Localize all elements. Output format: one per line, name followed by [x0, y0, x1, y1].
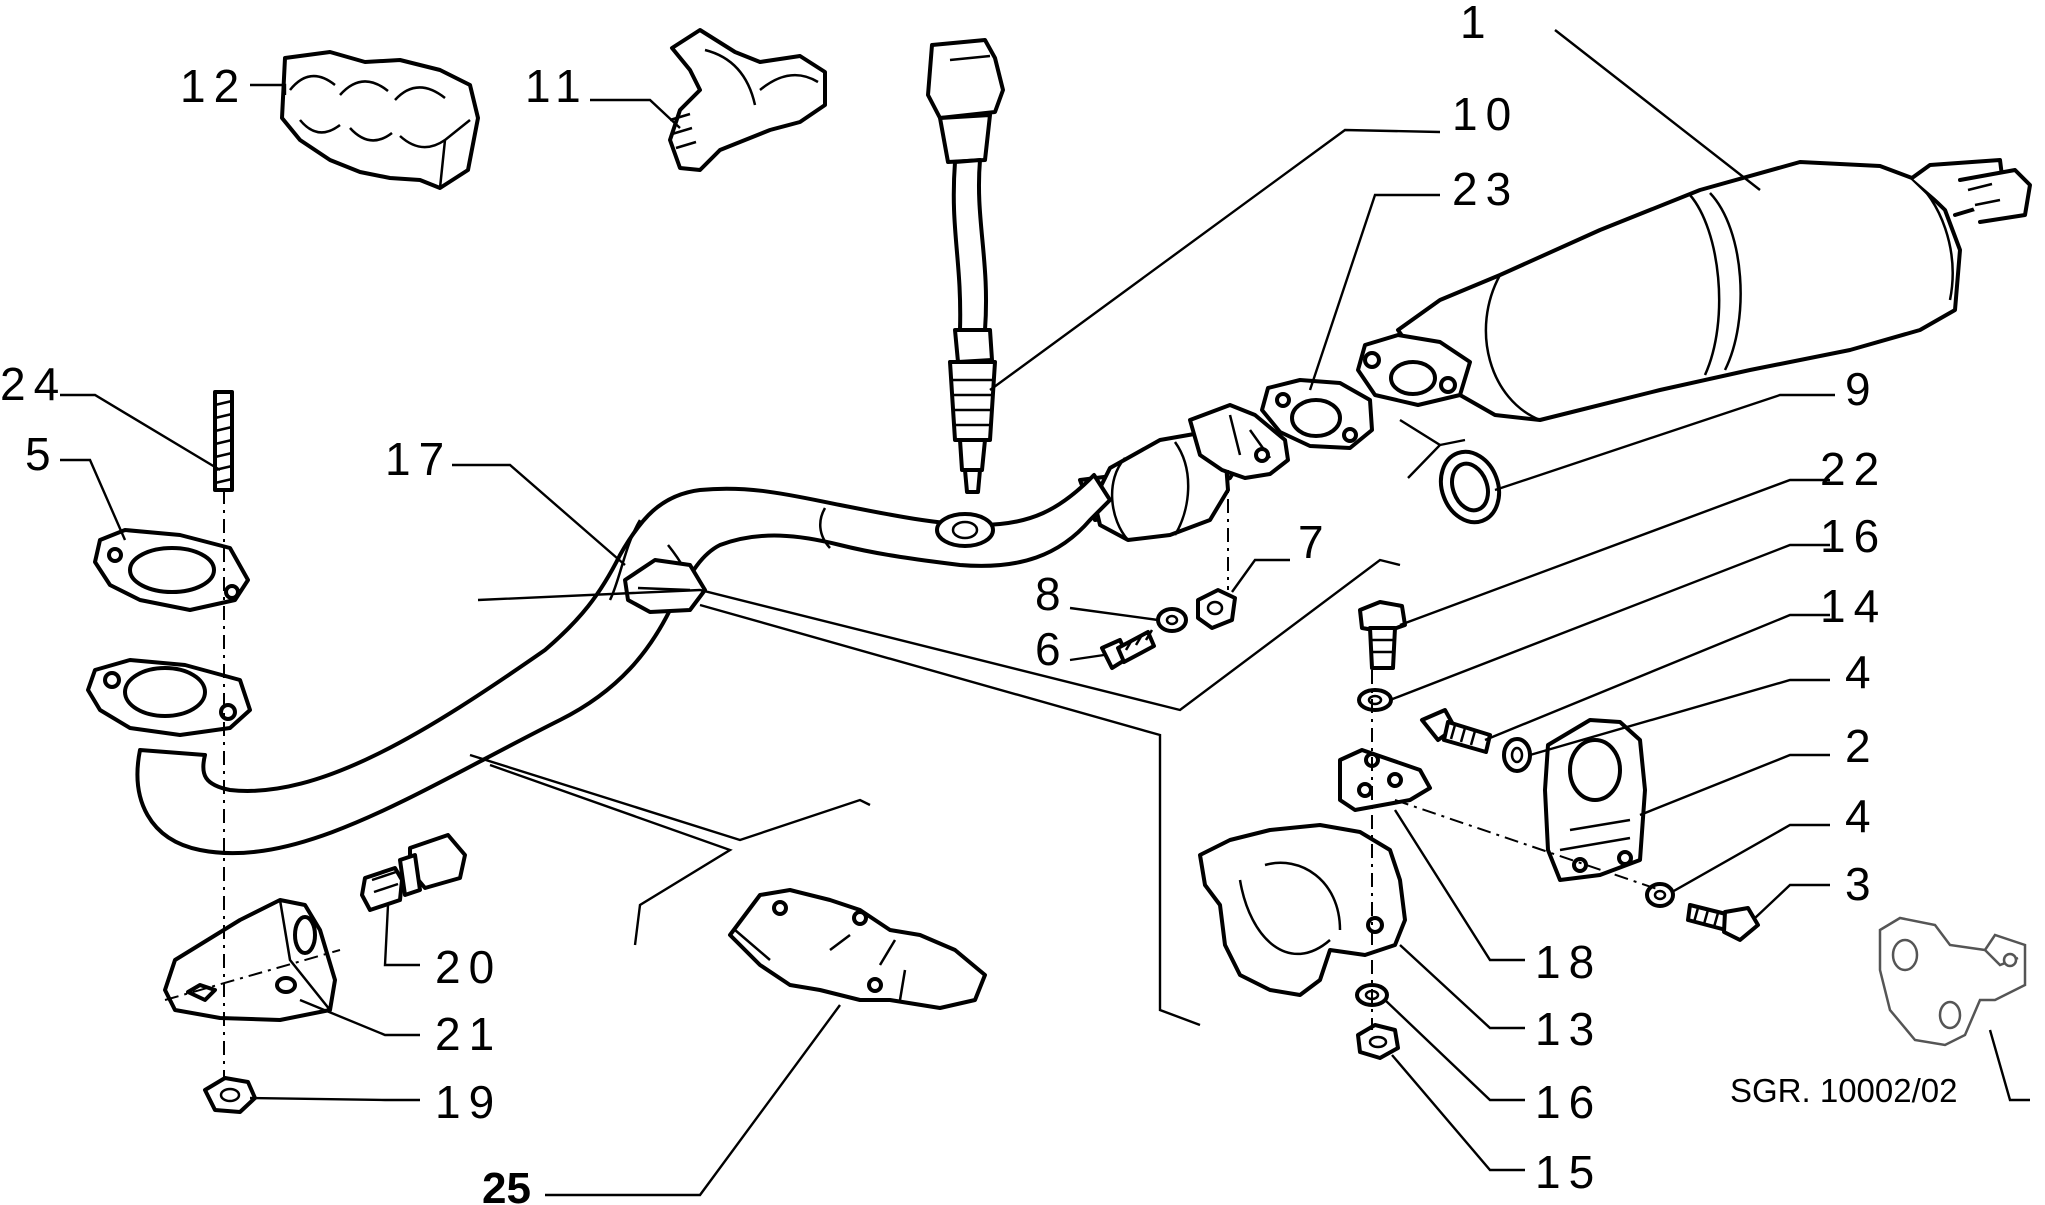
- label-8: 8: [1035, 568, 1069, 620]
- label-23: 23: [1452, 163, 1519, 215]
- guide-line-mid: [699, 603, 1201, 1027]
- axis-bracket-bolt: [164, 949, 341, 1001]
- label-19: 19: [435, 1076, 502, 1128]
- label-5: 5: [25, 428, 59, 480]
- label-16b: 16: [1535, 1076, 1602, 1128]
- leader-17: [452, 463, 626, 566]
- part-12-triple-clip: [280, 50, 480, 190]
- leader-10: [989, 128, 1441, 391]
- part-21-bracket: [163, 898, 337, 1022]
- leader-13: [1399, 944, 1525, 1030]
- leader-20: [383, 904, 420, 967]
- reference-code: SGR. 10002/02: [1730, 1072, 1958, 1109]
- guide-line-front: [477, 558, 1401, 712]
- label-13: 13: [1535, 1003, 1602, 1055]
- leader-6: [1069, 653, 1105, 662]
- label-24: 24: [0, 358, 67, 410]
- catalytic-converter-section: [1078, 403, 1290, 542]
- part-10-oxygen-sensor: [926, 38, 1005, 494]
- part-8-washer: [1156, 607, 1188, 633]
- leader-11: [590, 98, 681, 129]
- part-16-washer-upper: [1357, 688, 1393, 712]
- label-17: 17: [385, 433, 452, 485]
- guide-line-shield: [469, 753, 871, 842]
- leader-2: [1639, 753, 1830, 817]
- part-11-pipe-clip: [668, 28, 827, 172]
- part-15-nut: [1356, 1023, 1400, 1060]
- label-12: 12: [180, 60, 247, 112]
- part-2-rubber-mount: [1543, 718, 1647, 882]
- part-23-flange-gasket: [1260, 378, 1374, 450]
- leader-15: [1391, 1054, 1525, 1172]
- part-6-bolt: [1100, 629, 1156, 670]
- leader-23: [1308, 193, 1440, 391]
- label-20: 20: [435, 941, 502, 993]
- leader-7: [1231, 558, 1290, 593]
- label-2: 2: [1845, 720, 1879, 772]
- axis-mount-bolt: [1394, 799, 1661, 891]
- part-4-washer-upper: [1502, 737, 1532, 773]
- part-14-bolt: [1420, 708, 1492, 754]
- label-21: 21: [435, 1008, 502, 1060]
- leader-16a: [1389, 543, 1830, 702]
- part-25-heat-shield: [728, 888, 987, 1010]
- part-5-manifold-gasket: [93, 528, 250, 612]
- leader-4b: [1671, 823, 1830, 894]
- part-13-pipe-clamp: [1198, 823, 1407, 997]
- part-18-bracket-plate: [1338, 748, 1432, 812]
- label-3: 3: [1845, 858, 1879, 910]
- label-10: 10: [1452, 88, 1519, 140]
- label-22: 22: [1820, 443, 1887, 495]
- label-7: 7: [1298, 516, 1332, 568]
- leader-22: [1399, 478, 1830, 627]
- variant-bracket: [1878, 916, 2027, 1047]
- part-24-stud: [213, 390, 234, 492]
- leader-16b: [1384, 999, 1525, 1102]
- front-pipe-assembly: [86, 473, 1112, 856]
- guide-line-muffler: [1399, 418, 1466, 479]
- label-25: 25: [482, 1164, 531, 1205]
- leader-8: [1069, 606, 1159, 622]
- label-14: 14: [1820, 580, 1887, 632]
- part-7-nut: [1196, 588, 1237, 630]
- leader-12: [250, 83, 287, 95]
- leader-24: [60, 393, 221, 472]
- label-4a: 4: [1845, 646, 1879, 698]
- part-3-bolt: [1686, 903, 1760, 942]
- leader-5: [60, 458, 127, 541]
- label-16a: 16: [1820, 510, 1887, 562]
- label-6: 6: [1035, 623, 1069, 675]
- leader-25: [545, 1004, 841, 1197]
- part-4-washer-lower: [1645, 882, 1675, 908]
- label-9: 9: [1845, 363, 1879, 415]
- part-9-ring-gasket: [1438, 449, 1502, 525]
- leader-ref: [1988, 1029, 2030, 1102]
- leader-4a: [1529, 678, 1830, 757]
- leader-18: [1393, 809, 1525, 962]
- leader-9: [1494, 393, 1835, 492]
- label-11: 11: [525, 60, 589, 112]
- part-1-rear-muffler: [1356, 158, 2032, 422]
- label-15: 15: [1535, 1146, 1602, 1198]
- label-4b: 4: [1845, 790, 1879, 842]
- label-1: 1: [1460, 0, 1494, 48]
- part-19-nut: [203, 1076, 257, 1114]
- leader-14: [1484, 613, 1830, 742]
- guide-line-shield-2: [489, 763, 733, 946]
- part-20-bolt: [360, 833, 467, 912]
- leader-19: [249, 1096, 420, 1102]
- leader-21: [299, 998, 420, 1037]
- leader-1: [1554, 29, 1761, 191]
- label-18: 18: [1535, 936, 1602, 988]
- leader-3: [1754, 883, 1830, 919]
- part-22-bolt: [1358, 600, 1407, 670]
